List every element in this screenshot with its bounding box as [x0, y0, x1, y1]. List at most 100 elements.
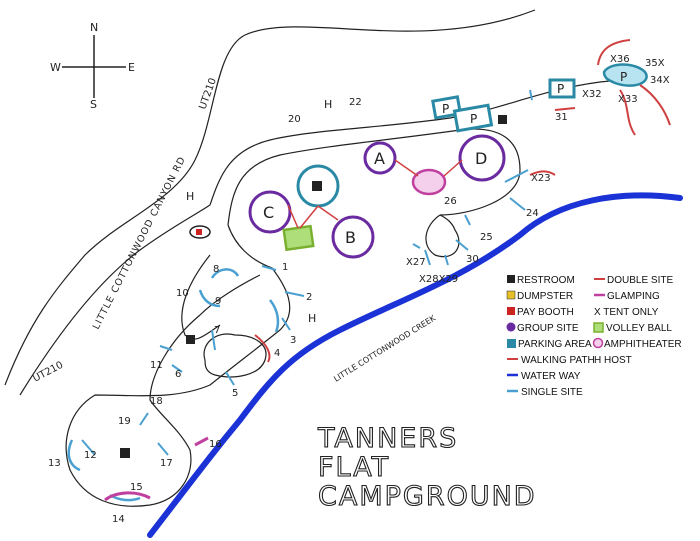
- legend-host: H HOST: [594, 355, 632, 366]
- site-6: 6: [175, 369, 181, 380]
- site-9: 9: [215, 296, 221, 307]
- compass-s: S: [90, 98, 97, 111]
- glamping-arc: [104, 491, 151, 502]
- volleyball-court: [282, 224, 315, 252]
- parking-1-label: P: [442, 102, 449, 116]
- loop-group-d: [425, 214, 460, 258]
- parking-area-4: [602, 63, 648, 87]
- legend-glamping: GLAMPING: [607, 291, 660, 302]
- ut210-road-inner: [19, 204, 211, 396]
- site-15: 15: [130, 482, 143, 493]
- site-32: X32: [582, 89, 602, 100]
- site-2: 2: [306, 292, 312, 303]
- ut210-label-top: UT210: [197, 77, 218, 111]
- site-34: 34X: [650, 75, 670, 86]
- site-arcs: [67, 268, 280, 502]
- group-site-c: [248, 190, 292, 234]
- legend-water-way: WATER WAY: [521, 371, 581, 382]
- canyon-road-label: LITTLE COTTONWOOD CANYON RD: [91, 155, 188, 332]
- site-3: 3: [290, 335, 296, 346]
- site-18: 18: [150, 396, 163, 407]
- parking-area-2: [452, 103, 494, 133]
- host-site3: H: [308, 312, 316, 325]
- legend-pay-booth: PAY BOOTH: [517, 307, 574, 318]
- site-23: X23: [531, 173, 551, 184]
- site-35: 35X: [645, 58, 665, 69]
- ut210-label-bottom: UT210: [31, 360, 65, 385]
- site-33: X33: [618, 94, 638, 105]
- amphitheater: [411, 168, 447, 196]
- restroom-mid-icon: [186, 335, 195, 344]
- restroom-central-icon: [312, 181, 322, 191]
- site-28-29: X28X29: [419, 274, 458, 285]
- legend-group-site: GROUP SITE: [517, 323, 579, 334]
- group-site-b: [331, 215, 375, 259]
- double-site-arcs: [254, 39, 671, 363]
- campground-road-left: [65, 224, 291, 507]
- group-site-d: [458, 134, 506, 182]
- legend-group-site-icon: [506, 322, 516, 332]
- site-20: 20: [288, 114, 301, 125]
- title-line-3: CAMPGROUND: [318, 481, 537, 512]
- legend-parking-area: PARKING AREA: [518, 339, 592, 350]
- group-site-a: [363, 141, 397, 175]
- site-27: X27: [406, 257, 426, 268]
- group-site-b-label: B: [345, 228, 356, 247]
- legend-pay-booth-icon: [507, 307, 515, 315]
- title-line-1: TANNERS: [317, 423, 458, 454]
- title-line-2: FLAT: [318, 452, 390, 483]
- pay-booth-icon: [196, 229, 202, 235]
- legend-walking-path: WALKING PATH: [521, 355, 595, 366]
- site-22: 22: [349, 97, 362, 108]
- glamping-spur: [194, 436, 209, 447]
- site-12: 12: [84, 450, 97, 461]
- site-10: 10: [176, 288, 189, 299]
- walking-path-groups: [287, 159, 463, 229]
- site-14: 14: [112, 514, 125, 525]
- pay-booth: [189, 225, 211, 239]
- legend-tent-only: X TENT ONLY: [594, 307, 659, 318]
- legend-dumpster-icon: [506, 290, 516, 300]
- restroom-upper-icon: [498, 115, 507, 124]
- legend-single-site: SINGLE SITE: [521, 387, 583, 398]
- loop-inner-left: [181, 254, 221, 340]
- compass-w: W: [50, 61, 61, 74]
- site-13: 13: [48, 458, 61, 469]
- site-17: 17: [160, 458, 173, 469]
- compass-e: E: [128, 61, 135, 74]
- legend-amphitheater: AMPHITHEATER: [604, 339, 682, 350]
- site-31: 31: [555, 112, 568, 123]
- site-number-labels: 1 2 3 4 5 6 7 8 9 10 11 12 13 14 15 16 1…: [48, 54, 670, 525]
- site-30: 30: [466, 254, 479, 265]
- site-26: 26: [444, 196, 457, 207]
- parking-2-label: P: [470, 112, 477, 126]
- compass-rose: [62, 35, 126, 98]
- parking-4-label: P: [620, 70, 627, 84]
- host-left: H: [186, 190, 194, 203]
- site-5: 5: [232, 388, 238, 399]
- site-11: 11: [150, 360, 163, 371]
- group-site-a-label: A: [374, 149, 385, 168]
- legend-double-site: DOUBLE SITE: [607, 275, 673, 286]
- site-19: 19: [118, 416, 131, 427]
- legend-restroom: RESTROOM: [517, 275, 575, 286]
- site-4: 4: [274, 348, 280, 359]
- parking-3-label: P: [557, 82, 564, 96]
- campground-road-upper: [209, 77, 641, 206]
- campground-road-upper-inner: [227, 128, 521, 226]
- site-36: X36: [610, 54, 630, 65]
- legend-volley-ball: VOLLEY BALL: [606, 323, 672, 334]
- legend: RESTROOM DUMPSTER PAY BOOTH GROUP SITE P…: [506, 275, 682, 398]
- group-site-d-label: D: [475, 149, 487, 168]
- compass-n: N: [90, 21, 98, 34]
- creek-waterway: [147, 192, 683, 538]
- legend-volley-ball-icon: [593, 322, 604, 333]
- legend-restroom-icon: [507, 275, 515, 283]
- site-8: 8: [213, 264, 219, 275]
- legend-dumpster: DUMPSTER: [517, 291, 573, 302]
- site-16: 16: [209, 439, 222, 450]
- site-25: 25: [480, 232, 493, 243]
- parking-area-3: [548, 78, 576, 99]
